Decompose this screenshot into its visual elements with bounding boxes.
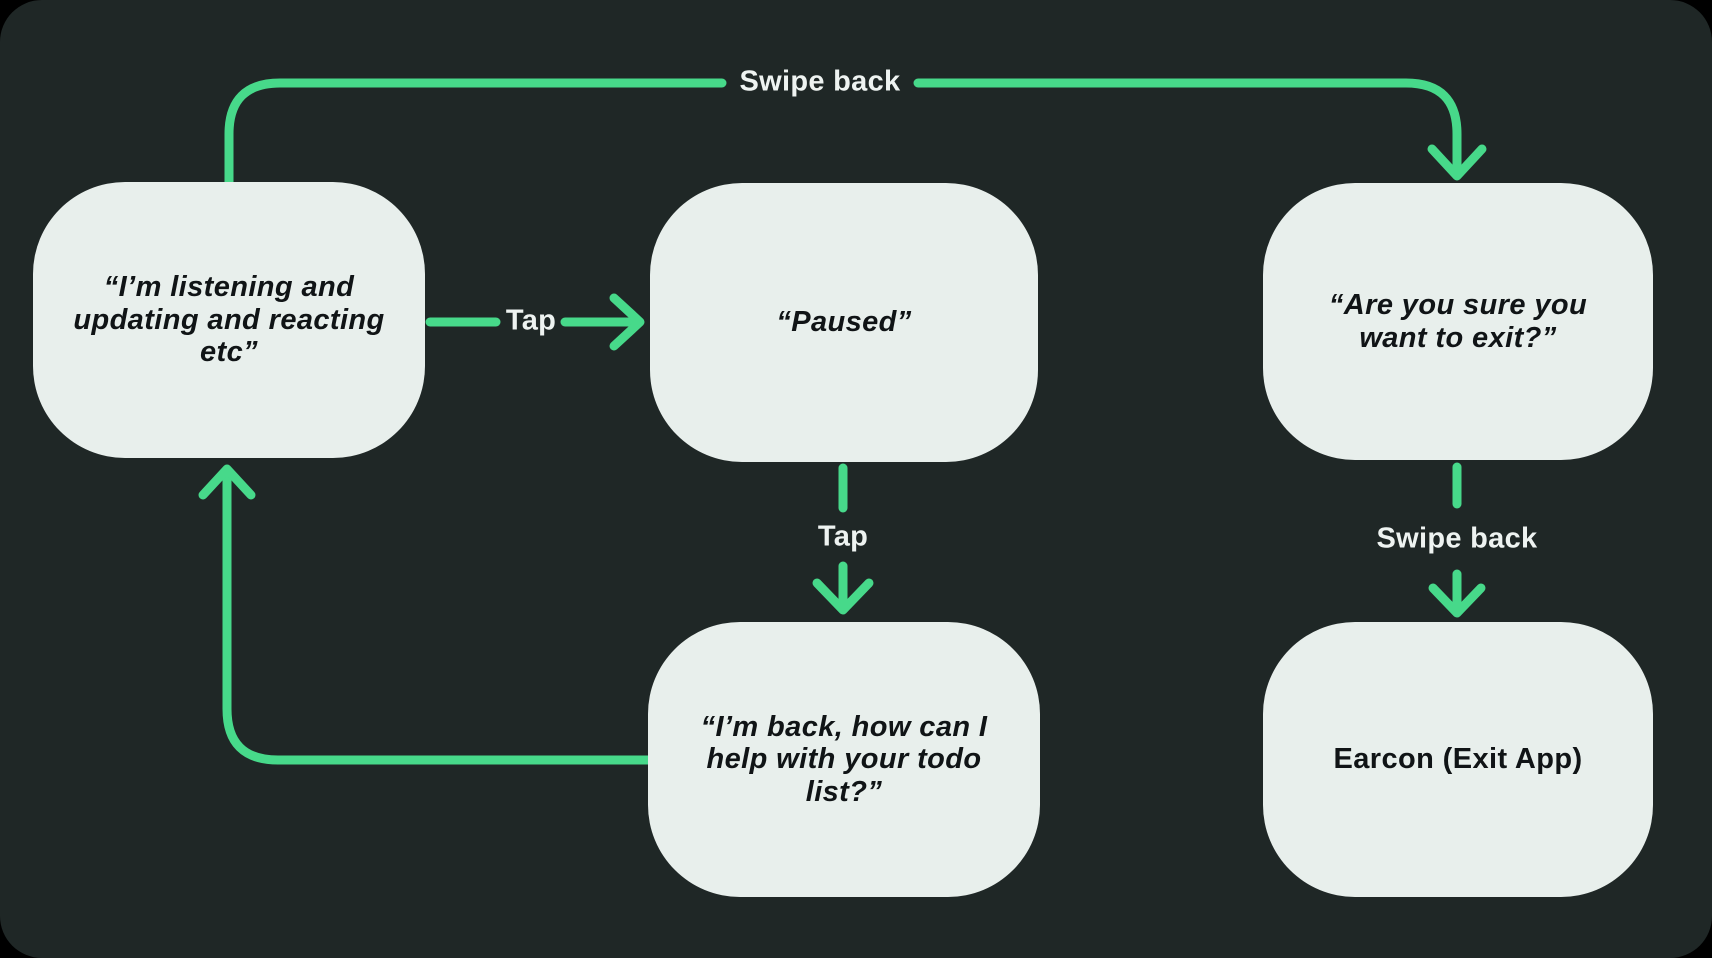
- edge-label-tap-vertical: Tap: [817, 520, 869, 553]
- node-paused-state: “Paused”: [650, 183, 1038, 462]
- node-exit-confirm-state: “Are you sure you want to exit?”: [1263, 183, 1653, 460]
- node-paused-text: “Paused”: [776, 306, 912, 339]
- node-earcon-text: Earcon (Exit App): [1333, 743, 1583, 776]
- edge-label-swipe-back-right: Swipe back: [1376, 522, 1538, 555]
- node-back-state: “I’m back, how can I help with your todo…: [648, 622, 1040, 897]
- arrow-tap-horizontal: [425, 293, 645, 351]
- node-back-text: “I’m back, how can I help with your todo…: [700, 710, 988, 808]
- edge-label-tap-horizontal: Tap: [505, 304, 557, 337]
- arrow-loop-back: [198, 464, 653, 765]
- node-listening-text: “I’m listening and updating and reacting…: [73, 271, 385, 369]
- arrow-swipe-back-right: [1428, 462, 1486, 618]
- node-earcon-exit: Earcon (Exit App): [1263, 622, 1653, 897]
- arrow-swipe-back-top: [224, 78, 1487, 187]
- node-exit-confirm-text: “Are you sure you want to exit?”: [1328, 289, 1588, 354]
- arrow-tap-vertical: [812, 463, 874, 615]
- edge-label-swipe-back-top: Swipe back: [739, 65, 901, 98]
- node-listening-state: “I’m listening and updating and reacting…: [33, 182, 425, 458]
